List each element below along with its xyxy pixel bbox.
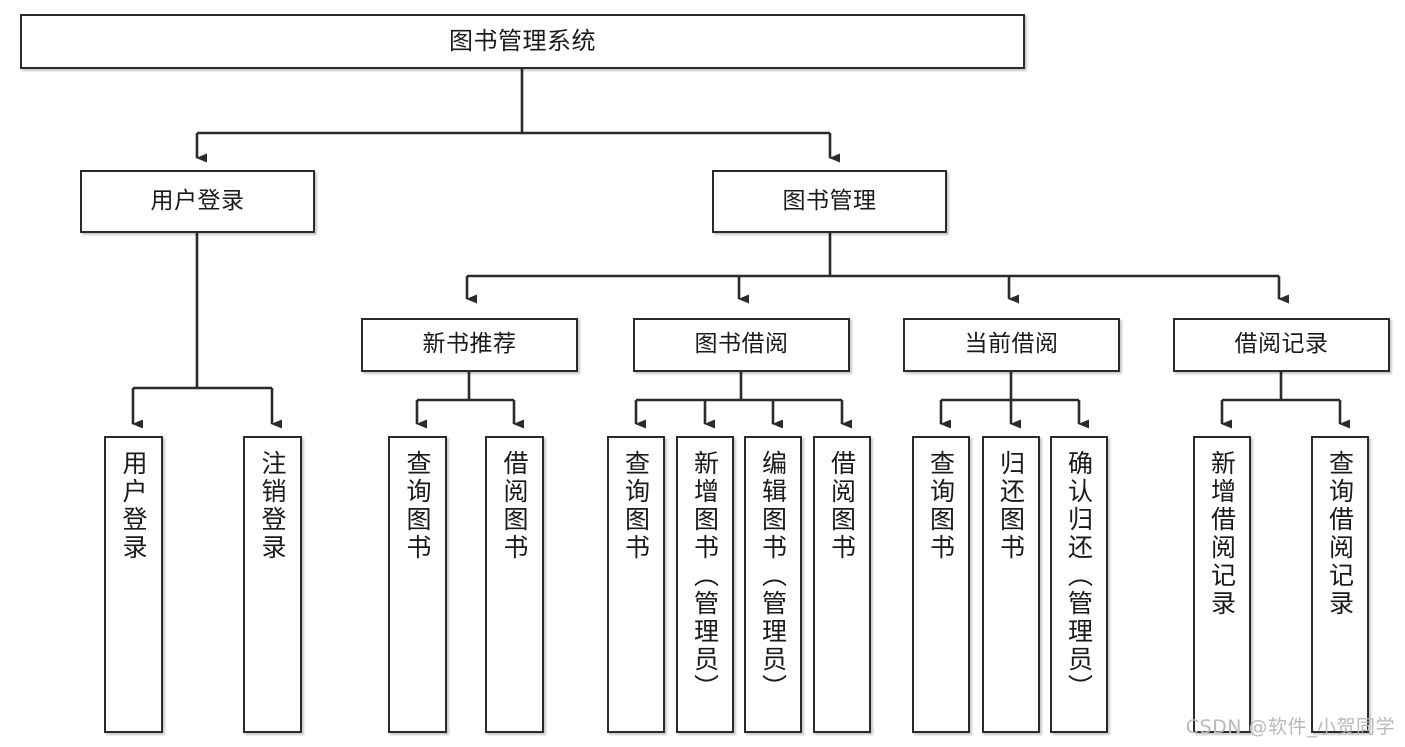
node-leaf-query-record-label: 查询借阅记录 xyxy=(1325,450,1355,618)
node-user-login[interactable]: 用户登录 xyxy=(80,170,315,233)
node-leaf-borrow-book-2-label: 借阅图书 xyxy=(827,450,857,562)
node-leaf-query-record[interactable]: 查询借阅记录 xyxy=(1311,436,1369,733)
node-leaf-user-login-label: 用户登录 xyxy=(119,450,148,562)
node-leaf-confirm-return[interactable]: 确认归还（管理员） xyxy=(1050,436,1108,733)
node-leaf-query-book-1[interactable]: 查询图书 xyxy=(388,436,447,733)
node-new-book-rec[interactable]: 新书推荐 xyxy=(361,318,578,372)
node-leaf-borrow-book-2[interactable]: 借阅图书 xyxy=(813,436,871,733)
node-leaf-confirm-return-label: 确认归还（管理员） xyxy=(1064,450,1094,702)
watermark-text: CSDN @软件_小贺同学 xyxy=(1185,716,1395,738)
node-leaf-query-book-2-label: 查询图书 xyxy=(621,450,651,562)
node-current-borrow-label: 当前借阅 xyxy=(964,331,1059,358)
node-current-borrow[interactable]: 当前借阅 xyxy=(903,318,1120,372)
node-leaf-query-book-3[interactable]: 查询图书 xyxy=(912,436,970,733)
node-root[interactable]: 图书管理系统 xyxy=(20,14,1025,69)
node-leaf-query-book-2[interactable]: 查询图书 xyxy=(607,436,665,733)
node-borrow-record[interactable]: 借阅记录 xyxy=(1173,318,1390,372)
node-leaf-add-book-label: 新增图书（管理员） xyxy=(690,450,720,702)
node-leaf-query-book-3-label: 查询图书 xyxy=(926,450,956,562)
node-leaf-add-record-label: 新增借阅记录 xyxy=(1207,450,1237,618)
node-leaf-add-record[interactable]: 新增借阅记录 xyxy=(1193,436,1251,733)
node-book-mgmt-label: 图书管理 xyxy=(782,187,877,214)
node-new-book-rec-label: 新书推荐 xyxy=(422,331,517,358)
node-user-login-label: 用户登录 xyxy=(150,187,245,214)
node-leaf-logout-label: 注销登录 xyxy=(258,450,287,562)
node-book-borrow-label: 图书借阅 xyxy=(694,331,789,358)
node-leaf-add-book[interactable]: 新增图书（管理员） xyxy=(676,436,734,733)
node-leaf-return-book[interactable]: 归还图书 xyxy=(982,436,1040,733)
node-leaf-borrow-book-1-label: 借阅图书 xyxy=(500,450,529,562)
node-leaf-edit-book-label: 编辑图书（管理员） xyxy=(758,450,788,702)
node-root-label: 图书管理系统 xyxy=(449,27,596,56)
node-book-borrow[interactable]: 图书借阅 xyxy=(633,318,850,372)
node-leaf-logout[interactable]: 注销登录 xyxy=(243,436,302,733)
node-borrow-record-label: 借阅记录 xyxy=(1234,331,1329,358)
node-book-mgmt[interactable]: 图书管理 xyxy=(712,170,947,233)
node-leaf-edit-book[interactable]: 编辑图书（管理员） xyxy=(744,436,802,733)
node-leaf-borrow-book-1[interactable]: 借阅图书 xyxy=(485,436,544,733)
node-leaf-query-book-1-label: 查询图书 xyxy=(403,450,432,562)
node-leaf-user-login[interactable]: 用户登录 xyxy=(104,436,163,733)
node-leaf-return-book-label: 归还图书 xyxy=(996,450,1026,562)
